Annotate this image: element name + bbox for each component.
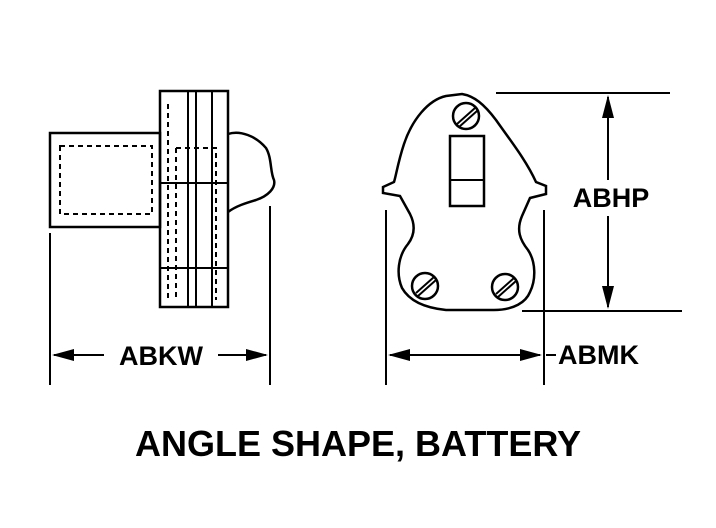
front-view: ABMK ABHP — [381, 92, 682, 385]
center-slot — [448, 134, 486, 208]
arrow-left-icon — [52, 349, 74, 361]
diagram-title: ANGLE SHAPE, BATTERY — [135, 423, 581, 464]
side-lug-outline — [227, 131, 276, 214]
lower-left-screw-icon — [410, 271, 440, 301]
dimension-label-width: ABKW — [119, 341, 203, 371]
side-tab-hidden-outline — [59, 145, 153, 215]
top-screw-icon — [451, 101, 481, 131]
dimension-label-depth: ABMK — [558, 340, 639, 370]
arrow-down-icon — [602, 286, 614, 309]
lower-right-screw-icon — [490, 272, 520, 302]
side-view: ABKW — [48, 89, 276, 385]
dimension-label-height: ABHP — [573, 183, 650, 213]
side-tab-outline — [48, 131, 162, 229]
arrow-right-icon — [520, 349, 542, 361]
arrow-left-icon — [388, 349, 410, 361]
arrow-up-icon — [602, 95, 614, 118]
front-plate-outline — [381, 92, 548, 312]
side-plate-outline — [158, 89, 230, 309]
arrow-right-icon — [246, 349, 268, 361]
